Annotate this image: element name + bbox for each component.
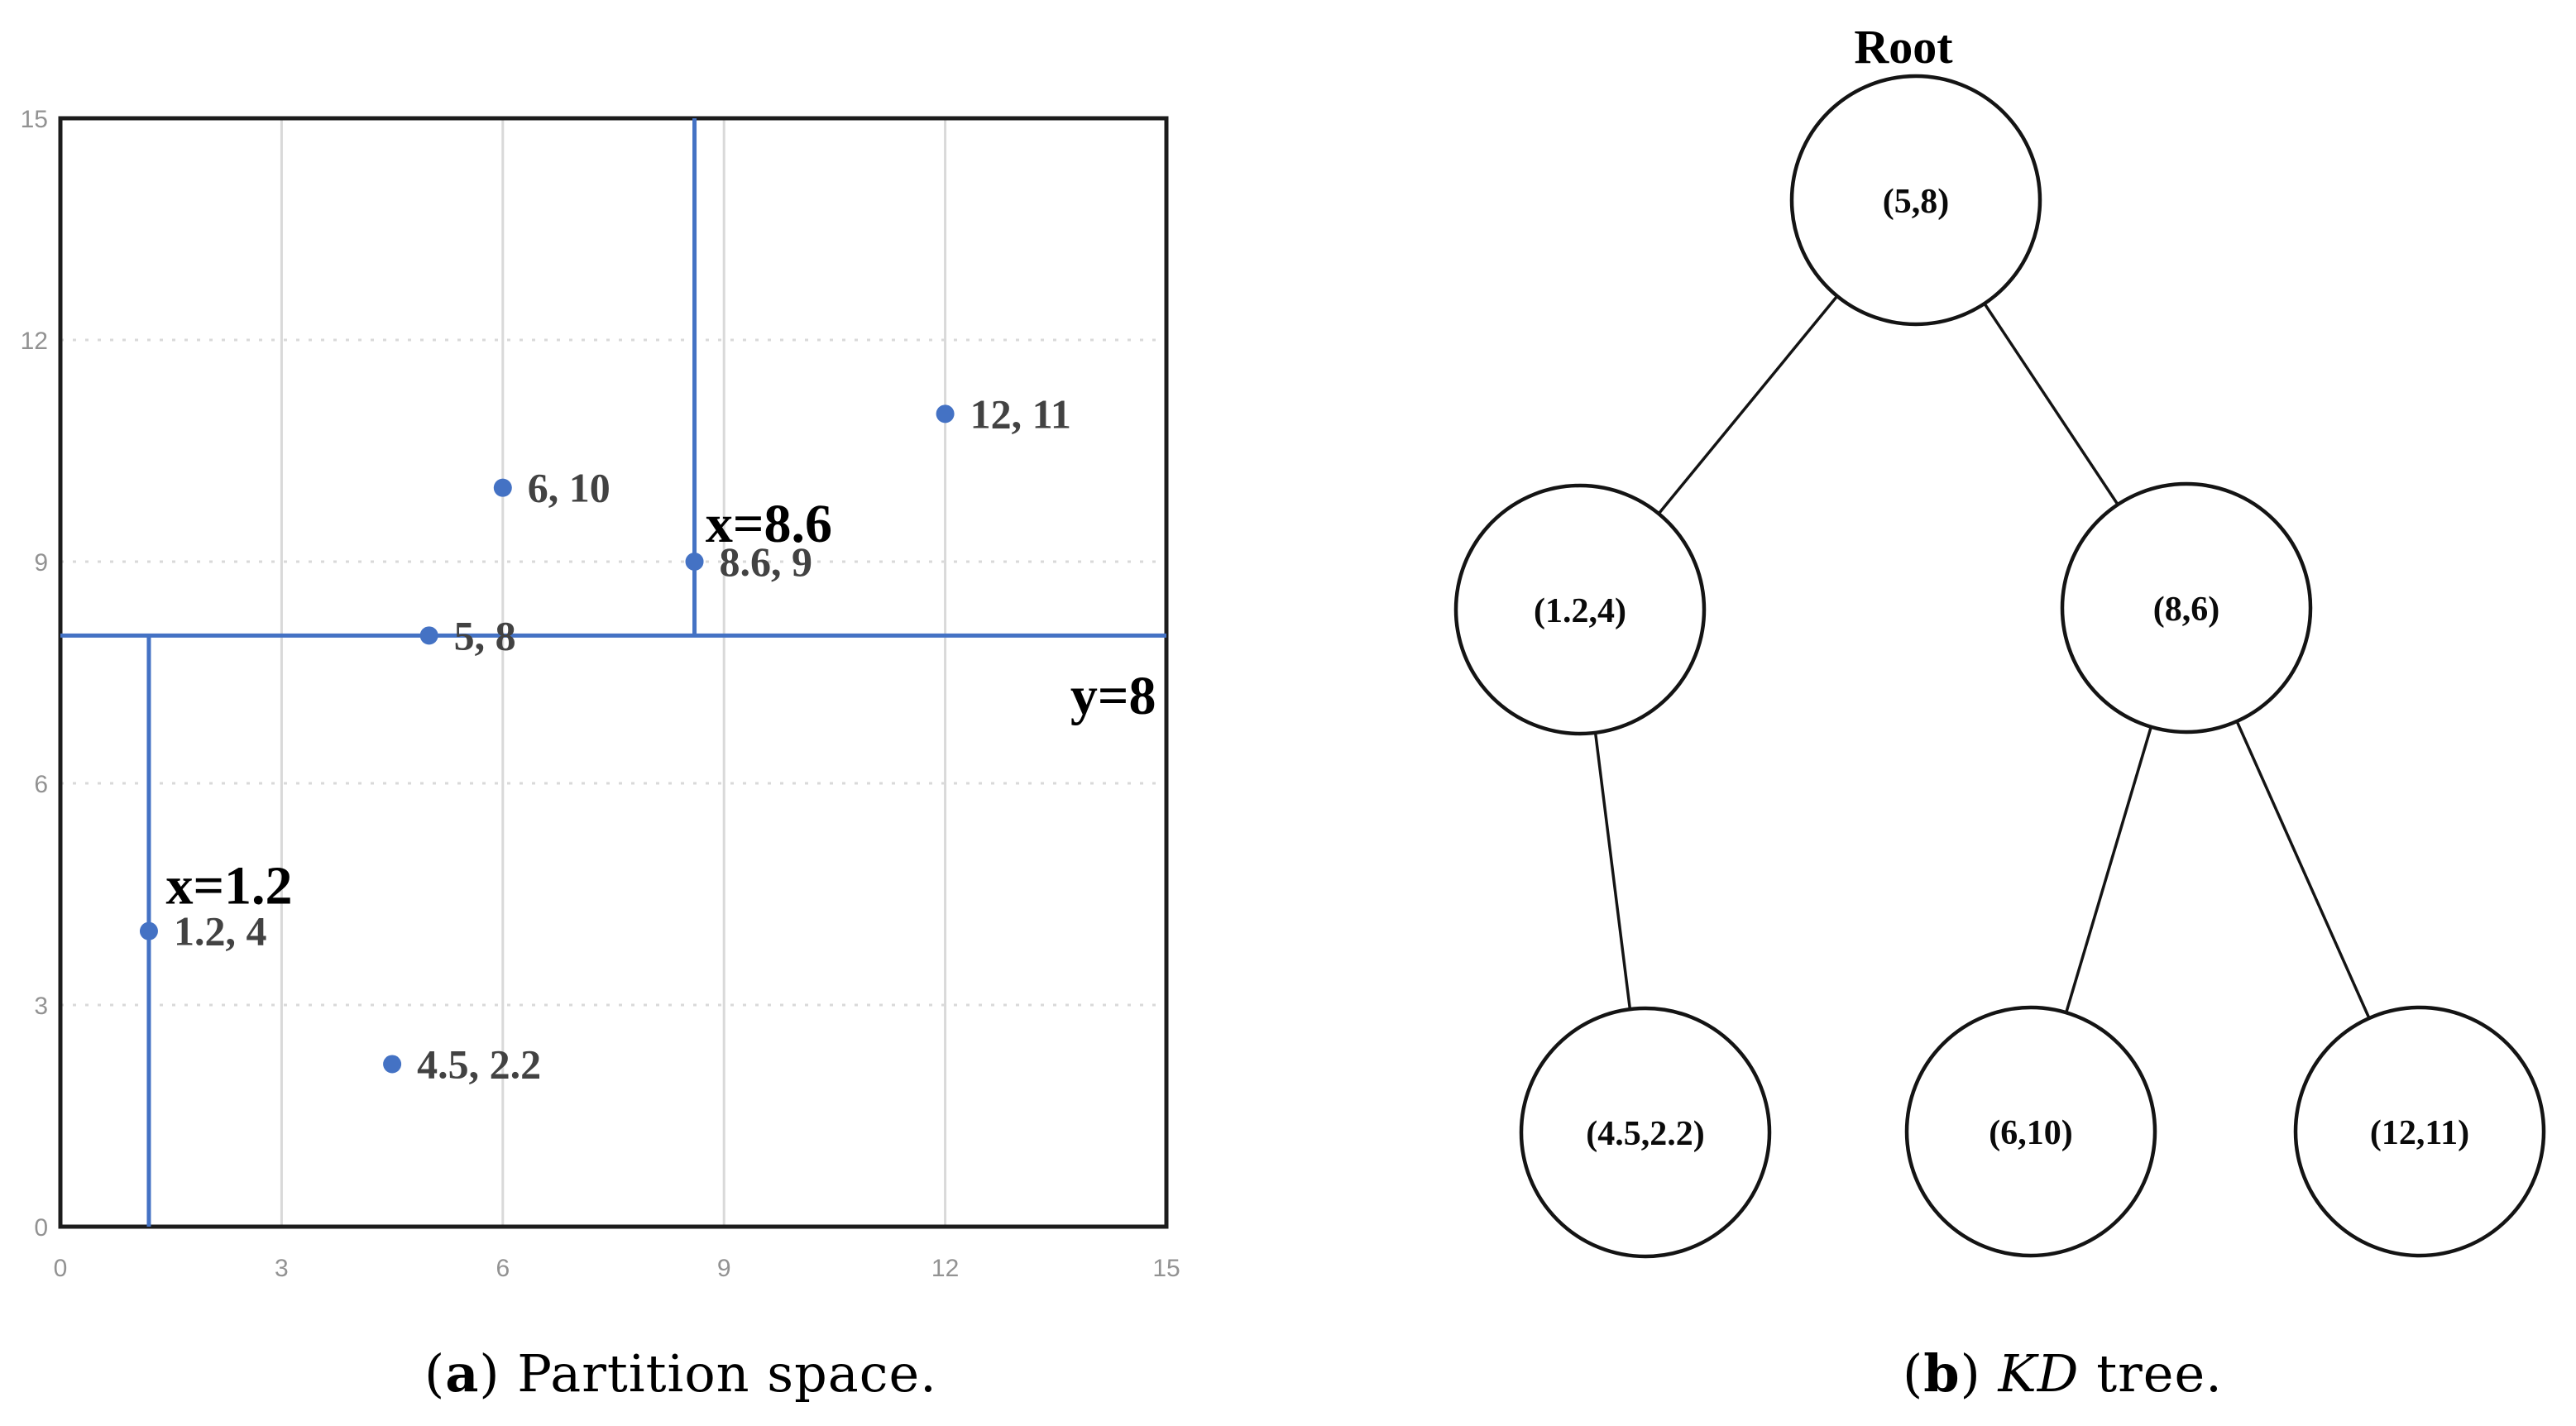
data-point-label: 5, 8: [454, 612, 516, 658]
kd-tree-root-label: Root: [1854, 20, 1953, 74]
partition-space-plot: y=8 x=1.2 x=8.6 5, 8 6, 10 8.6, 9 12, 11 1.2, 4…: [21, 106, 1180, 1282]
data-point: [936, 404, 955, 423]
caption-b-letter: b: [1923, 1343, 1961, 1404]
data-point-label: 4.5, 2.2: [417, 1041, 541, 1087]
data-point-label: 6, 10: [528, 465, 610, 511]
tree-node-circle: [1519, 1006, 1772, 1259]
caption-a-text: Partition space.: [500, 1343, 937, 1404]
y-axis-tick-6: 6: [34, 771, 48, 798]
x-axis-tick-9: 9: [717, 1255, 731, 1282]
tree-node-circle: [1789, 74, 2042, 327]
partition-label-y=8: y=8: [1070, 666, 1156, 726]
y-axis-tick-0: 0: [34, 1214, 48, 1242]
x-axis-tick-15: 15: [1152, 1255, 1180, 1282]
partition-label-x=8.6: x=8.6: [706, 494, 832, 554]
data-point: [139, 921, 158, 940]
y-axis-tick-3: 3: [34, 993, 48, 1020]
y-axis-tick-9: 9: [34, 549, 48, 577]
tree-node-label: (6,10): [1989, 1114, 2072, 1152]
data-point: [383, 1055, 402, 1074]
data-point-label: 12, 11: [970, 390, 1071, 437]
x-axis-tick-0: 0: [54, 1255, 68, 1282]
plot-border: [58, 116, 1169, 1229]
caption-a-paren-open: (: [424, 1343, 446, 1404]
data-point: [685, 553, 704, 571]
caption-kd-tree: (b) KD tree.: [1903, 1343, 2223, 1404]
tree-node-label: (4.5,2.2): [1586, 1115, 1704, 1153]
tree-node-circle: [2060, 481, 2313, 735]
y-axis-tick-12: 12: [21, 328, 48, 355]
tree-node-label: (5,8): [1883, 183, 1949, 221]
tree-node-label: (12,11): [2370, 1114, 2469, 1152]
caption-a-paren-close: ): [479, 1343, 500, 1404]
data-point: [493, 478, 512, 497]
tree-node-label: (8,6): [2153, 591, 2219, 629]
data-point-label: 1.2, 4: [174, 908, 267, 955]
y-axis-tick-15: 15: [21, 106, 48, 133]
data-point-label: 8.6, 9: [720, 538, 813, 585]
x-axis-tick-3: 3: [275, 1255, 289, 1282]
caption-b-paren-close: ): [1960, 1343, 1981, 1404]
caption-partition-space: (a) Partition space.: [424, 1343, 937, 1404]
tree-node-circle: [1904, 1005, 2157, 1258]
tree-node-circle: [2293, 1005, 2546, 1258]
x-axis-tick-6: 6: [496, 1255, 510, 1282]
caption-a-letter: a: [445, 1343, 480, 1404]
caption-b-paren-open: (: [1903, 1343, 1924, 1404]
caption-b-text: tree.: [2079, 1343, 2223, 1404]
partition-label-x=1.2: x=1.2: [165, 856, 292, 916]
x-axis-tick-12: 12: [931, 1255, 959, 1282]
tree-node-label: (1.2,4): [1534, 592, 1626, 630]
tree-node-circle: [1453, 483, 1707, 736]
caption-b-italic: KD: [1980, 1343, 2080, 1404]
kd-tree-diagram: (5,8) (1.2,4) (8,6) (4.5,2.2) (6,10) (12,11): [1453, 74, 2546, 1259]
data-point: [419, 626, 438, 645]
